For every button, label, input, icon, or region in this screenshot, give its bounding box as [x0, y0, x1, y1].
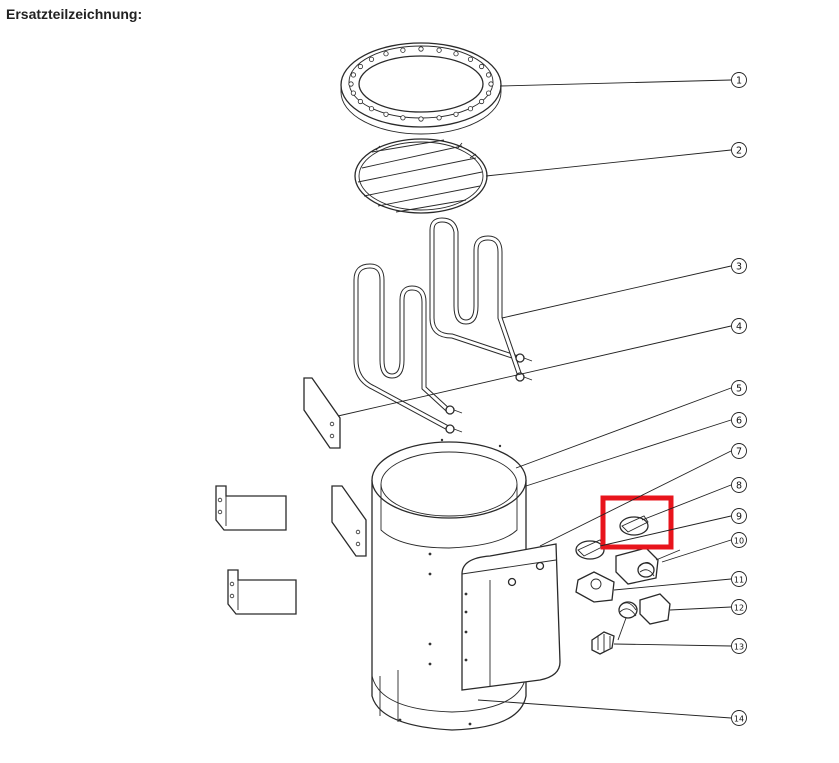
- callout-number: 11: [734, 575, 744, 584]
- leader-lines: [337, 79, 732, 719]
- bracket-left-2[interactable]: [227, 569, 297, 615]
- ring-hole: [348, 81, 354, 87]
- ring-hole: [485, 72, 492, 78]
- callout-9: 9: [731, 508, 747, 524]
- ring-hole: [488, 81, 494, 87]
- callout-circle: [731, 710, 747, 726]
- callout-circle: [731, 477, 747, 493]
- callout-number: 10: [734, 536, 744, 545]
- part-4-heating-element-front[interactable]: [353, 263, 463, 434]
- ring-hole: [485, 90, 492, 96]
- callout-11: 11: [731, 571, 747, 587]
- part-1-top-ring[interactable]: [340, 42, 502, 135]
- part-12-thermostat[interactable]: [617, 593, 671, 641]
- ring-hole: [383, 111, 389, 117]
- callout-number: 2: [736, 145, 742, 156]
- ring-hole: [436, 115, 442, 121]
- callout-circle: [731, 599, 747, 615]
- callout-circle: [731, 532, 747, 548]
- ring-hole: [350, 72, 356, 78]
- callout-number: 9: [736, 511, 742, 522]
- callout-number: 12: [734, 603, 744, 612]
- callout-circle: [731, 638, 747, 654]
- callout-7: 7: [731, 443, 747, 459]
- ring-hole: [357, 98, 363, 105]
- part-13-terminal-block[interactable]: [591, 631, 615, 655]
- ring-hole: [357, 63, 363, 70]
- page-title: Ersatzteilzeichnung:: [6, 6, 143, 22]
- callout-10: 10: [731, 532, 747, 548]
- callout-circle: [731, 412, 747, 428]
- callout-number: 7: [736, 446, 742, 457]
- callout-1: 1: [731, 72, 747, 88]
- callout-3: 3: [731, 258, 747, 274]
- callout-number: 3: [736, 261, 742, 272]
- ring-hole: [478, 98, 485, 105]
- callout-4: 4: [731, 318, 747, 334]
- callout-number: 1: [736, 75, 742, 86]
- ring-hole: [453, 51, 459, 57]
- bracket-upper-left[interactable]: [303, 377, 341, 449]
- ring-hole: [400, 47, 406, 53]
- ring-hole: [436, 47, 442, 53]
- callout-6: 6: [731, 412, 747, 428]
- ring-hole: [453, 111, 459, 117]
- callout-12: 12: [731, 599, 747, 615]
- ring-hole: [467, 106, 474, 112]
- bracket-side[interactable]: [331, 485, 367, 557]
- callout-circle: [731, 318, 747, 334]
- ring-hole: [368, 106, 375, 112]
- callout-number: 5: [736, 383, 742, 394]
- callout-number: 6: [736, 415, 742, 426]
- callout-circle: [731, 258, 747, 274]
- callout-5: 5: [731, 380, 747, 396]
- housing-body[interactable]: [371, 438, 561, 731]
- callout-number: 14: [734, 714, 744, 723]
- part-3-heating-element-rear[interactable]: [429, 217, 533, 382]
- callout-14: 14: [731, 710, 747, 726]
- callout-circle: [731, 571, 747, 587]
- part-9-knob[interactable]: [575, 539, 605, 560]
- callout-2: 2: [731, 142, 747, 158]
- callout-8: 8: [731, 477, 747, 493]
- part-11-controller[interactable]: [575, 571, 615, 603]
- bracket-left-1[interactable]: [215, 485, 287, 531]
- ring-hole: [383, 51, 389, 57]
- part-8-knob[interactable]: [619, 515, 649, 536]
- callout-13: 13: [731, 638, 747, 654]
- ring-hole: [368, 56, 375, 62]
- part-2-grate[interactable]: [354, 138, 488, 214]
- callout-circle: [731, 72, 747, 88]
- callout-number: 8: [736, 480, 742, 491]
- callout-number: 13: [734, 642, 744, 651]
- callout-number: 4: [736, 321, 742, 332]
- ring-hole: [400, 115, 406, 121]
- ring-hole: [467, 56, 474, 62]
- callout-circle: [731, 380, 747, 396]
- callout-circle: [731, 142, 747, 158]
- callout-circle: [731, 508, 747, 524]
- ring-hole: [478, 63, 485, 70]
- ring-hole: [350, 90, 356, 96]
- ring-hole: [418, 46, 424, 52]
- part-10-thermostat[interactable]: [615, 547, 681, 585]
- callout-circle: [731, 443, 747, 459]
- ring-hole: [418, 116, 424, 122]
